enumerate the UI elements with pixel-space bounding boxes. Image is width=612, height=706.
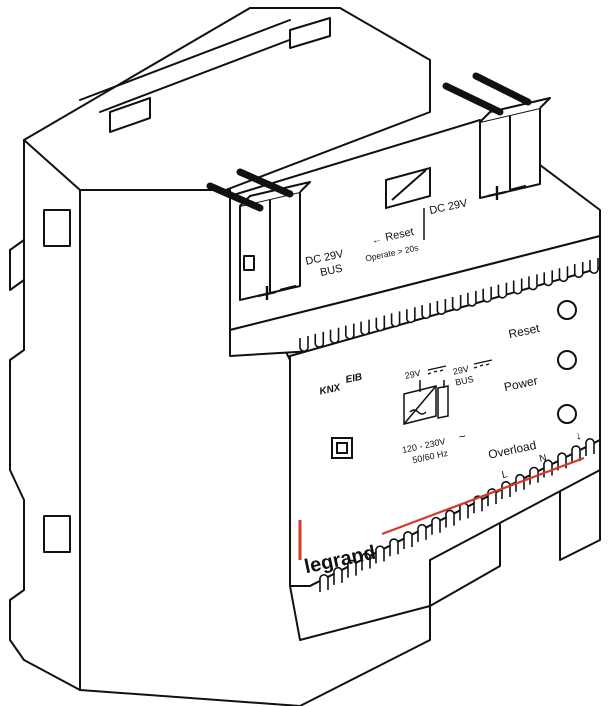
left-terminal-wire-2 <box>236 168 294 198</box>
vent-slot <box>319 574 329 592</box>
left-polarity-marks <box>257 284 297 300</box>
vent-slot <box>347 559 357 578</box>
vent-slot <box>361 552 371 571</box>
left-bus-label: BUS <box>319 263 344 279</box>
vent-slot <box>389 538 399 557</box>
vent-slot <box>390 311 401 328</box>
vent-slot <box>528 274 538 291</box>
vent-slot <box>375 545 385 564</box>
power-indicator-label: Power <box>503 373 539 394</box>
vent-slot <box>333 566 343 585</box>
legrand-accent-line <box>381 456 585 536</box>
vent-slot <box>501 481 511 499</box>
top-notch-right <box>289 17 331 49</box>
schematic-bus-voltage: 29V <box>452 364 470 377</box>
left-terminal-wire-1 <box>206 182 264 212</box>
vent-slot <box>467 290 477 307</box>
right-terminal-wire-2 <box>472 72 532 106</box>
dc-bars-left <box>427 365 447 375</box>
vent-slot <box>344 323 355 340</box>
vent-slot <box>473 495 483 514</box>
top-back-ridge <box>79 19 301 113</box>
power-led <box>557 350 577 370</box>
vent-slot <box>445 509 455 528</box>
right-terminal-wire-1 <box>442 82 504 116</box>
vent-slot <box>558 266 569 283</box>
schematic-output-voltage: 29V <box>404 368 422 381</box>
ac-wave-symbol <box>409 409 427 415</box>
right-terminal-block <box>479 97 551 199</box>
vent-slot <box>299 336 309 352</box>
reset-indicator-label: Reset <box>507 321 541 341</box>
vent-slot <box>482 286 493 303</box>
left-side-tab-upper <box>43 209 71 247</box>
right-polarity-marks <box>487 184 527 200</box>
vent-slot <box>543 270 554 287</box>
vent-slot <box>571 445 581 464</box>
reset-arrow: ← <box>371 234 383 247</box>
mains-n-label: N <box>538 453 547 465</box>
vent-slot <box>417 524 427 542</box>
vent-slot <box>497 282 508 299</box>
vent-slot <box>585 438 595 456</box>
overload-led <box>557 404 577 424</box>
vent-slot <box>329 327 340 344</box>
left-terminal-block <box>239 181 311 301</box>
left-side-tab-lower <box>43 515 71 553</box>
ledge-vent-slots <box>299 258 599 352</box>
vent-slot <box>406 307 416 324</box>
earth-arrow: ↓ <box>574 428 583 443</box>
vent-slot <box>573 262 584 278</box>
vent-slot <box>451 294 462 311</box>
vent-slot <box>459 502 469 521</box>
vent-slot <box>403 531 413 550</box>
vent-slot <box>436 299 447 315</box>
left-side-edge <box>9 139 25 351</box>
top-notch-left <box>109 97 151 133</box>
square-test-button[interactable] <box>331 437 353 459</box>
schematic-ac-symbol: ~ <box>457 429 467 444</box>
mains-l-label: L <box>501 469 509 481</box>
knx-logo: KNX <box>319 382 343 397</box>
vent-slot <box>421 303 431 320</box>
vent-slot <box>360 319 370 336</box>
schematic-bus-label: BUS <box>454 374 474 388</box>
reset-button-label: Reset <box>384 226 415 244</box>
vent-slot <box>431 516 441 535</box>
reset-led <box>557 300 577 320</box>
dc-bars-right <box>473 359 493 369</box>
vent-slot <box>589 258 599 274</box>
vent-slot <box>314 331 325 348</box>
vent-slot <box>375 315 386 332</box>
vent-slot <box>512 278 523 295</box>
eib-logo: EIB <box>345 372 364 386</box>
power-schematic <box>403 380 449 425</box>
reset-push-window[interactable] <box>385 166 431 210</box>
